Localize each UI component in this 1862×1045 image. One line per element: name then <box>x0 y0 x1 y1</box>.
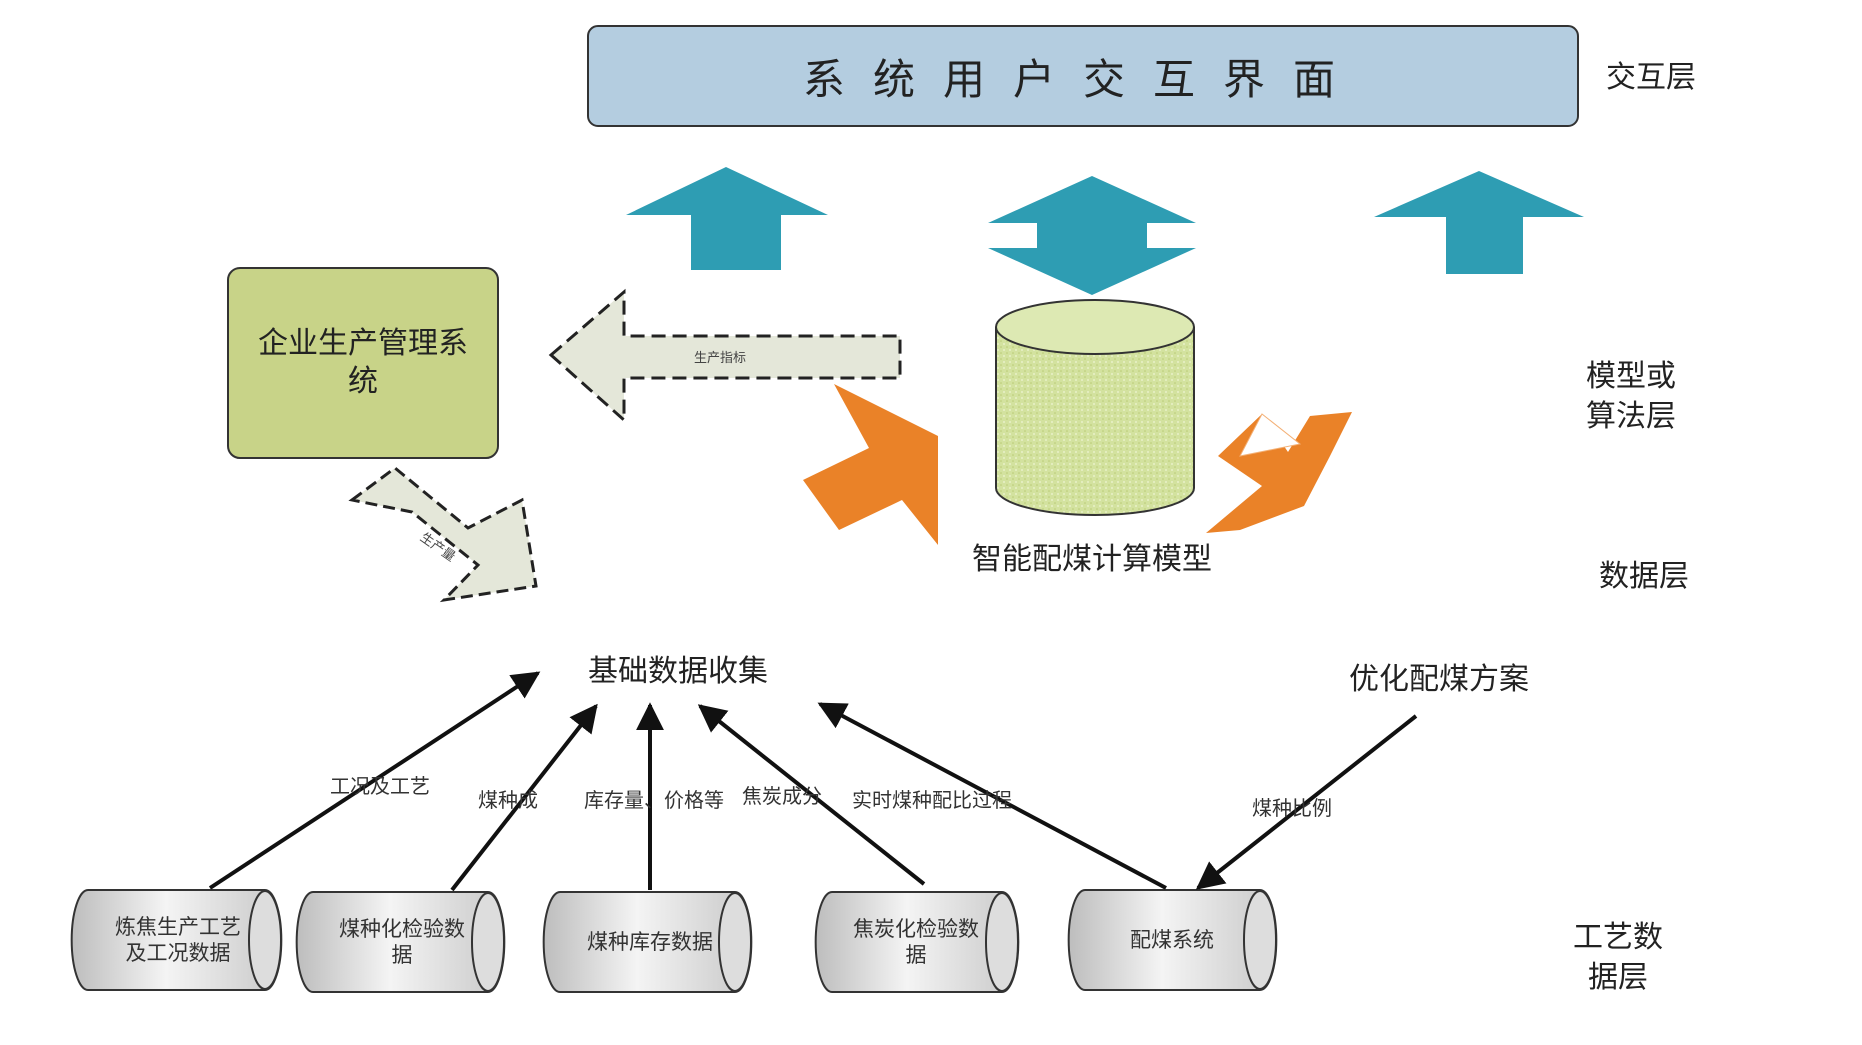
optimized-plan-label: 优化配煤方案 <box>1349 662 1529 697</box>
arrow-plan-to-blending <box>1195 714 1418 890</box>
edge-label-coal-ratio: 煤种比例 <box>1252 796 1332 820</box>
teal-double-arrow <box>988 176 1196 295</box>
teal-up-arrow-left <box>626 167 828 270</box>
production-index-label: 生产指标 <box>694 351 747 366</box>
layer-model: 模型或 算法层 <box>1586 359 1676 434</box>
model-label: 智能配煤计算模型 <box>972 542 1212 577</box>
management-system-box <box>227 267 499 459</box>
teal-up-arrow-right <box>1374 171 1584 274</box>
layer-process-data: 工艺数 据层 <box>1573 920 1663 995</box>
arrow-coalassay-to-basic <box>450 703 598 892</box>
management-system-label: 企业生产管理系 统 <box>258 326 468 399</box>
basic-data-label: 基础数据收集 <box>588 654 768 689</box>
source-label-coal-stock: 煤种库存数据 <box>587 930 713 954</box>
layer-interaction: 交互层 <box>1606 60 1696 95</box>
data-source-cylinders <box>70 889 1278 993</box>
interface-box <box>587 25 1579 127</box>
production-output-arrow <box>348 466 538 603</box>
edge-label-coke-components: 焦炭成分 <box>742 784 822 808</box>
arrow-process-to-basic <box>208 671 541 890</box>
arrow-blending-to-basic <box>817 702 1167 890</box>
orange-arrow-left <box>803 384 938 545</box>
arrow-cokeassay-to-basic <box>697 704 926 886</box>
source-label-blending: 配煤系统 <box>1130 928 1214 952</box>
edge-label-conditions: 工况及工艺 <box>330 774 430 798</box>
layer-data: 数据层 <box>1599 559 1689 594</box>
edge-label-coal-components: 煤种成 <box>478 788 538 812</box>
source-label-coke-assay: 焦炭化检验数 据 <box>853 917 979 967</box>
edge-label-stock-price: 库存量、价格等 <box>584 788 724 812</box>
production-index-arrow <box>548 288 902 424</box>
source-label-process: 炼焦生产工艺 及工况数据 <box>115 915 241 965</box>
orange-arrow-right-notch <box>1239 413 1302 457</box>
orange-arrow-right <box>1206 412 1352 533</box>
model-database-cylinder <box>995 299 1195 516</box>
source-label-coal-assay: 煤种化检验数 据 <box>339 917 465 967</box>
edge-label-realtime-ratio: 实时煤种配比过程 <box>852 788 1012 812</box>
interface-title: 系统用户交互界面 <box>802 54 1363 104</box>
